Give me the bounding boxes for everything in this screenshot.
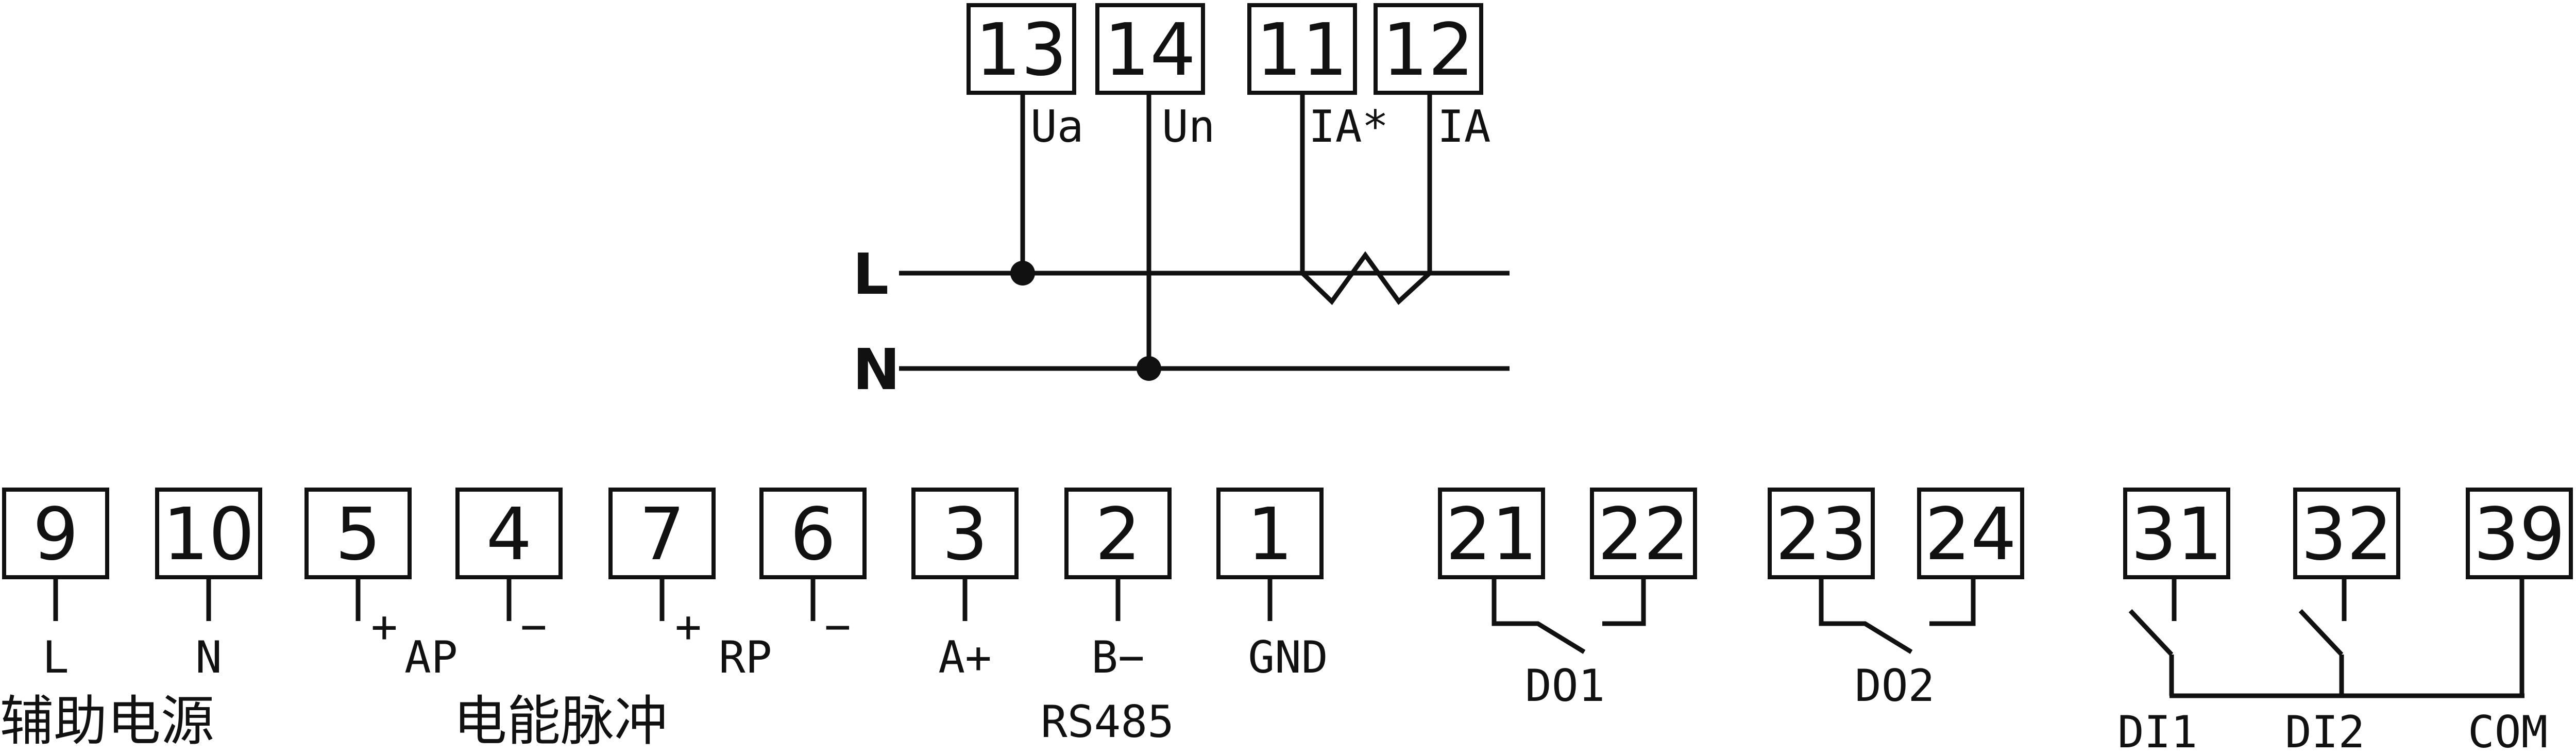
terminal-3: 3 <box>911 488 1019 579</box>
caption-energy-pulse: 电能脉冲 <box>453 690 668 752</box>
label-aux-n: N <box>195 632 222 683</box>
label-ia-star: IA* <box>1309 101 1388 153</box>
label-ua: Ua <box>1030 101 1084 153</box>
terminal-11: 11 <box>1247 3 1357 95</box>
terminal-5: 5 <box>304 488 412 579</box>
label-b-minus: B− <box>1091 632 1145 683</box>
terminal-7: 7 <box>608 488 716 579</box>
caption-rs485: RS485 <box>1041 696 1174 748</box>
line-n-label: N <box>853 337 900 403</box>
label-ia: IA <box>1437 101 1491 153</box>
label-di2: DI2 <box>2285 707 2365 754</box>
junction-dot <box>1010 261 1035 286</box>
label-do2: DO2 <box>1855 660 1935 712</box>
terminal-39: 39 <box>2466 488 2573 579</box>
current-transformer-symbol <box>1300 251 1432 305</box>
caption-aux-power: 辅助电源 <box>0 690 214 752</box>
terminal-number: 3 <box>942 493 988 577</box>
terminal-32: 32 <box>2293 488 2400 579</box>
terminal-13: 13 <box>967 3 1076 95</box>
label-do1: DO1 <box>1525 660 1605 712</box>
terminal-9: 9 <box>2 488 109 579</box>
terminal-10: 10 <box>155 488 262 579</box>
label-a-plus: A+ <box>938 632 992 683</box>
terminal-number: 21 <box>1446 493 1537 577</box>
terminal-31: 31 <box>2123 488 2230 579</box>
line-l-label: L <box>853 241 889 307</box>
terminal-number: 11 <box>1256 8 1348 92</box>
junction-dot <box>1137 356 1161 381</box>
switch-di1 <box>2128 609 2174 657</box>
terminal-number: 2 <box>1095 493 1141 577</box>
terminal-number: 13 <box>975 8 1067 92</box>
label-aux-l: L <box>42 632 69 683</box>
label-ap-plus: + <box>371 601 398 652</box>
terminal-number: 5 <box>335 493 381 577</box>
label-di1: DI1 <box>2117 707 2197 754</box>
bottom-left-group: 9 10 5 4 7 6 3 2 <box>0 488 1328 752</box>
terminal-23: 23 <box>1768 488 1875 579</box>
terminal-number: 6 <box>790 493 836 577</box>
terminal-number: 14 <box>1104 8 1196 92</box>
terminal-2: 2 <box>1064 488 1172 579</box>
terminal-number: 23 <box>1775 493 1867 577</box>
terminal-1: 1 <box>1216 488 1324 579</box>
terminal-22: 22 <box>1590 488 1697 579</box>
terminal-number: 24 <box>1925 493 2016 577</box>
terminal-12: 12 <box>1374 3 1483 95</box>
label-com: COM <box>2468 707 2548 754</box>
terminal-24: 24 <box>1917 488 2024 579</box>
terminal-number: 10 <box>163 493 255 577</box>
terminal-number: 32 <box>2301 493 2393 577</box>
label-gnd: GND <box>1248 632 1328 683</box>
terminal-number: 39 <box>2473 493 2565 577</box>
digital-output-group: 21 22 DO1 23 24 DO2 <box>1438 488 2024 712</box>
terminal-number: 12 <box>1382 8 1474 92</box>
label-rp-minus: − <box>824 601 851 652</box>
digital-input-group: 31 32 39 DI1 DI2 COM <box>2117 488 2573 754</box>
terminal-number: 9 <box>32 493 78 577</box>
top-terminal-group: 13 14 11 12 Ua Un IA* IA L N <box>853 3 1510 403</box>
label-rp: RP <box>719 632 772 683</box>
relay-contact-do2-fixed <box>1929 577 1976 626</box>
label-ap: AP <box>404 632 458 683</box>
terminal-number: 7 <box>639 493 685 577</box>
terminal-number: 22 <box>1598 493 1689 577</box>
terminal-21: 21 <box>1438 488 1545 579</box>
label-rp-plus: + <box>675 601 702 652</box>
terminal-number: 31 <box>2131 493 2223 577</box>
label-un: Un <box>1162 101 1215 153</box>
relay-contact-do2 <box>1819 577 1913 654</box>
relay-contact-do1 <box>1492 577 1586 654</box>
terminal-4: 4 <box>455 488 563 579</box>
switch-di2 <box>2298 609 2344 657</box>
terminal-6: 6 <box>759 488 867 579</box>
relay-contact-do1-fixed <box>1602 577 1646 626</box>
terminal-14: 14 <box>1095 3 1205 95</box>
terminal-number: 1 <box>1247 493 1293 577</box>
label-ap-minus: − <box>520 601 547 652</box>
terminal-number: 4 <box>486 493 532 577</box>
